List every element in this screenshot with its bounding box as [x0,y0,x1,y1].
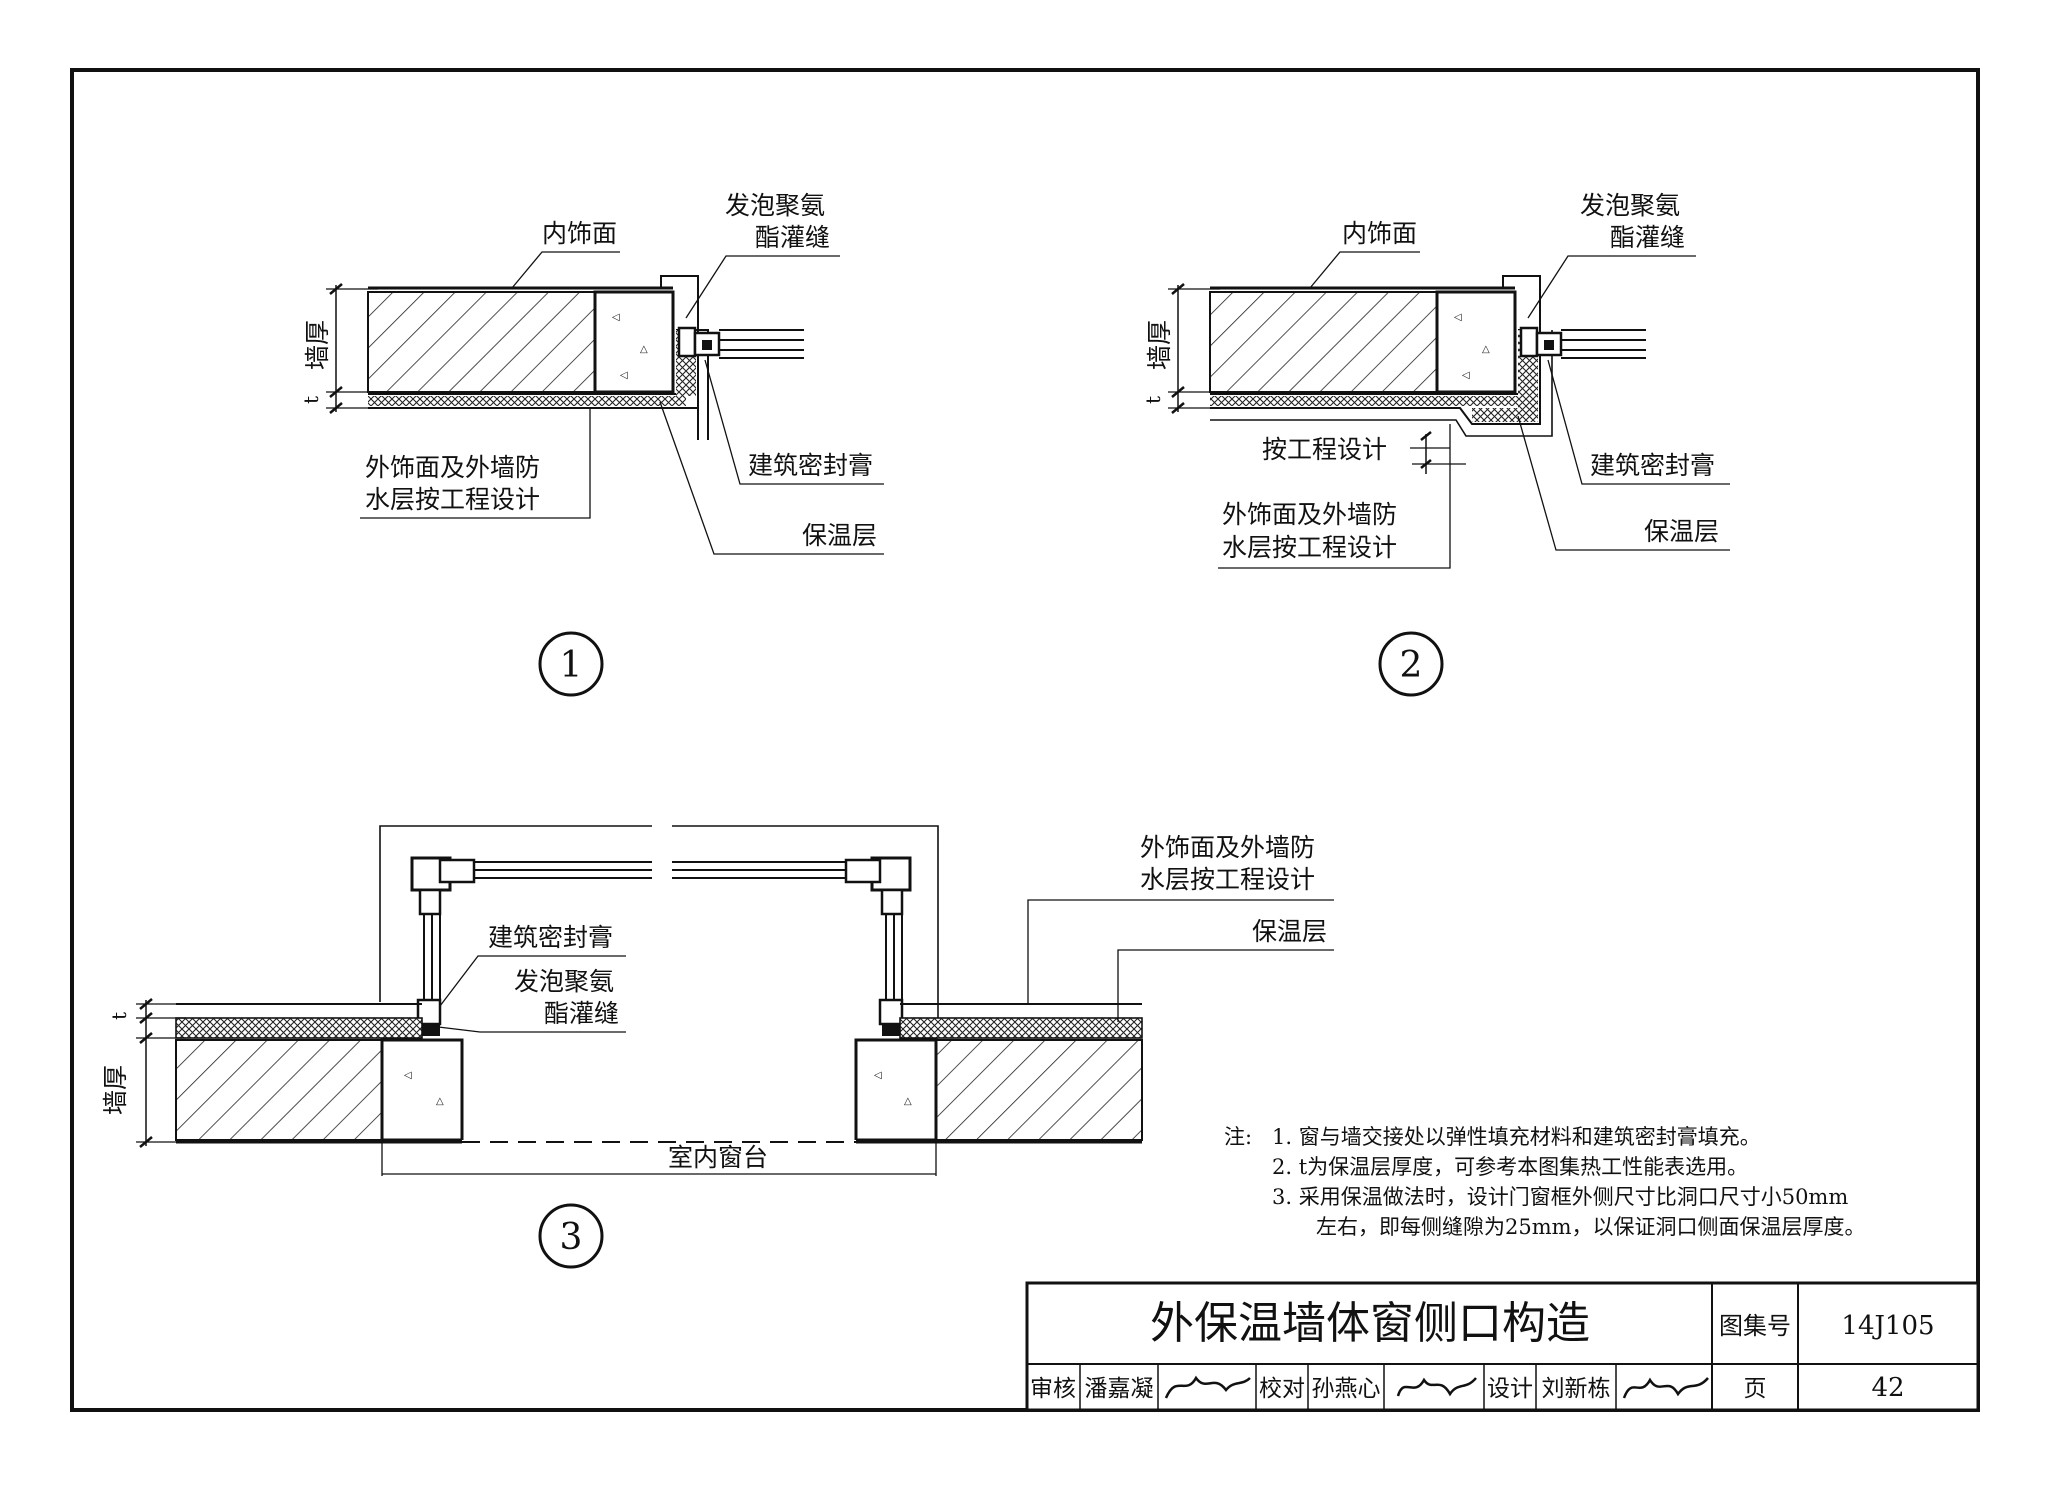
review-label: 审核 [1030,1376,1076,1402]
exterior-label-1b: 水层按工程设计 [365,485,540,514]
sealant-label-2: 建筑密封膏 [1590,451,1715,480]
per-project-label-2: 按工程设计 [1262,435,1387,464]
note-1: 1. 窗与墙交接处以弹性填充材料和建筑密封膏填充。 [1272,1125,1761,1149]
foam-fill-label-3a: 发泡聚氨 [514,967,614,996]
inner-finish-label-1: 内饰面 [542,219,617,248]
exterior-label-2a: 外饰面及外墙防 [1222,500,1397,529]
svg-text:△: △ [640,344,648,355]
foam-fill-label-2a: 发泡聚氨 [1580,191,1680,220]
svg-text:◁: ◁ [1462,370,1470,381]
svg-text:◁: ◁ [612,312,620,323]
foam-fill-label-1b: 酯灌缝 [755,223,830,252]
detail-number-2: 2 [1400,645,1423,686]
detail-number-1: 1 [560,645,583,686]
insulation-label-1: 保温层 [802,521,877,550]
notes-prefix: 注: [1224,1125,1252,1149]
foam-fill-label-1a: 发泡聚氨 [725,191,825,220]
insulation-label-3: 保温层 [1252,917,1327,946]
detail-number-3: 3 [560,1217,583,1258]
svg-text:△: △ [436,1096,444,1107]
atlas-label: 图集号 [1719,1312,1791,1340]
sealant-label-1: 建筑密封膏 [748,451,873,480]
exterior-label-2b: 水层按工程设计 [1222,533,1397,562]
exterior-label-3a: 外饰面及外墙防 [1140,833,1315,862]
detail-1: ◁ △ ◁ 墙厚 t 内饰面 发泡聚氨 酯灌缝 外饰面及外墙防 水层按工程设计 建筑… [299,191,884,697]
designer-name: 刘新栋 [1542,1376,1611,1402]
note-2: 2. t为保温层厚度，可参考本图集热工性能表选用。 [1272,1155,1748,1179]
note-3: 3. 采用保温做法时，设计门窗框外侧尺寸比洞口尺寸小50mm [1272,1185,1848,1209]
page-number: 42 [1871,1373,1904,1403]
svg-text:◁: ◁ [620,370,628,381]
designer-signature [1622,1377,1709,1399]
sheet-border [70,68,1980,1412]
svg-text:◁: ◁ [1454,312,1462,323]
svg-text:△: △ [904,1096,912,1107]
exterior-label-1a: 外饰面及外墙防 [365,453,540,482]
insulation-label-2: 保温层 [1644,517,1719,546]
t-label-1: t [299,396,323,404]
reviewer-signature [1164,1375,1251,1399]
t-label-2: t [1141,396,1165,404]
design-label: 设计 [1487,1376,1533,1402]
exterior-label-3b: 水层按工程设计 [1140,865,1315,894]
note-3-cont: 左右，即每侧缝隙为25mm，以保证洞口侧面保温层厚度。 [1316,1215,1866,1239]
sealant-label-3: 建筑密封膏 [488,923,613,952]
reviewer-name: 潘嘉凝 [1085,1376,1154,1402]
wall-thickness-label-3: 墙厚 [101,1065,130,1115]
title-block: 外保温墙体窗侧口构造 图集号 14J105 审核 潘嘉凝 校对 孙燕心 设计 刘… [1025,1281,1980,1412]
foam-fill-label-2b: 酯灌缝 [1610,223,1685,252]
detail-3: ◁ △ ◁ △ 室内窗台 t 墙厚 建筑密封膏 发泡聚氨 酯灌缝 外饰面及外墙防 [101,825,1334,1269]
check-label: 校对 [1259,1376,1305,1402]
t-label-3: t [107,1012,131,1020]
foam-fill-label-3b: 酯灌缝 [544,999,619,1028]
sill-label: 室内窗台 [668,1143,768,1172]
inner-finish-label-2: 内饰面 [1342,219,1417,248]
atlas-number: 14J105 [1841,1311,1934,1341]
checker-name: 孙燕心 [1312,1376,1381,1402]
svg-text:△: △ [1482,344,1490,355]
svg-text:◁: ◁ [404,1070,412,1081]
drawing-title: 外保温墙体窗侧口构造 [1150,1298,1590,1349]
wall-thickness-label-2: 墙厚 [1145,320,1174,370]
wall-thickness-label-1: 墙厚 [303,320,332,370]
notes: 注: 1. 窗与墙交接处以弹性填充材料和建筑密封膏填充。 2. t为保温层厚度，… [1224,1125,1866,1239]
detail-2: ◁△◁ 墙厚 t 内饰面 发泡聚氨 酯灌缝 按工程设计 外饰面及 [1141,191,1730,697]
checker-signature [1396,1377,1477,1397]
svg-text:◁: ◁ [874,1070,882,1081]
page-label: 页 [1744,1376,1767,1402]
